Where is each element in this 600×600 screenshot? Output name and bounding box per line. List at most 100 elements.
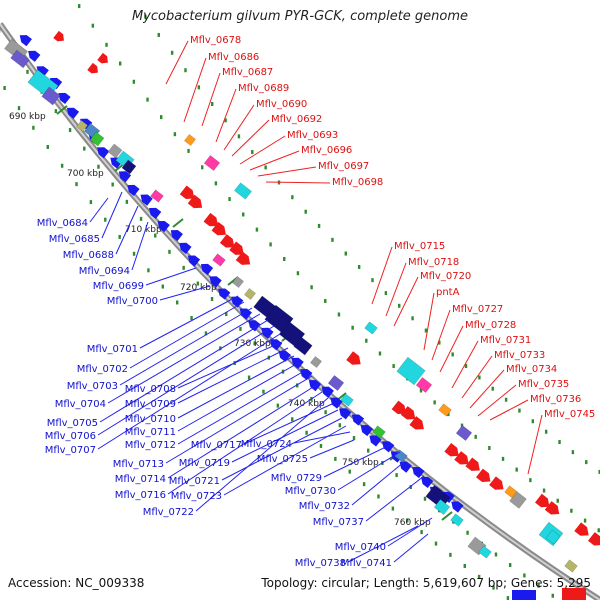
tick-label: 710 kbp: [125, 225, 162, 235]
label-leader-line: [527, 414, 543, 475]
reverse-gene-arrow: [248, 320, 261, 332]
tick-dot: [239, 326, 242, 331]
reverse-gene-arrow: [140, 194, 153, 206]
reverse-gene-arrow: [58, 92, 71, 105]
reverse-label-group: Mflv_0684Mflv_0685Mflv_0688Mflv_0694Mflv…: [37, 191, 433, 569]
tick-dot: [344, 251, 347, 256]
tick-dot: [558, 440, 561, 445]
label-leader-line: [293, 431, 351, 444]
tick-dot: [597, 528, 600, 533]
reverse-gene-label: Mflv_0721: [169, 476, 220, 487]
reverse-gene-label: Mflv_0729: [271, 473, 322, 484]
tick-dot: [447, 412, 450, 417]
forward-gene-arrow: [235, 251, 251, 265]
label-leader-line: [309, 439, 355, 459]
tick-dot: [196, 281, 200, 286]
forward-gene-arrow: [229, 241, 244, 255]
gene-block: [233, 182, 253, 200]
tick-dot: [420, 530, 423, 535]
gene-block: [455, 424, 473, 442]
tick-dot: [310, 285, 313, 290]
reverse-gene-arrow: [149, 207, 162, 219]
tick-dot: [331, 237, 334, 242]
reverse-gene-arrow: [278, 350, 291, 362]
tick-dot: [348, 469, 351, 474]
tick-dot: [144, 14, 147, 19]
tick-dot: [104, 217, 107, 222]
tick-dot: [501, 456, 505, 461]
tick-dot: [201, 165, 204, 170]
tick-dot: [125, 199, 129, 204]
reverse-gene-label: Mflv_0703: [67, 381, 118, 392]
tick-dot: [317, 223, 321, 228]
tick-dot: [204, 331, 208, 336]
tick-dot: [371, 278, 374, 283]
forward-gene-label: Mflv_0693: [287, 130, 338, 141]
tick-mark: [172, 218, 184, 228]
label-leader-line: [89, 197, 109, 223]
label-leader-line: [183, 57, 207, 123]
reverse-gene-label: Mflv_0714: [115, 474, 166, 485]
reverse-gene-label: Mflv_0711: [125, 427, 176, 438]
forward-gene-arrow: [454, 451, 469, 465]
label-leader-line: [393, 533, 429, 563]
gene-block: [75, 119, 89, 133]
forward-gene-arrow: [187, 194, 203, 209]
gene-block: [293, 336, 313, 356]
forward-gene-label: Mflv_0736: [530, 394, 581, 405]
label-leader-line: [97, 325, 275, 436]
forward-gene-label: Mflv_0745: [544, 409, 595, 420]
reverse-gene-label: Mflv_0712: [125, 440, 176, 451]
tick-dot: [523, 573, 526, 578]
tick-dot: [219, 346, 222, 351]
reverse-gene-arrow: [239, 308, 252, 320]
tick-dot: [395, 473, 398, 478]
label-leader-line: [351, 461, 405, 506]
tick-dot: [46, 144, 49, 149]
forward-gene-label: Mflv_0690: [256, 99, 307, 110]
tick-dot: [139, 216, 143, 221]
gene-block: [545, 529, 561, 545]
tick-dot: [296, 383, 299, 388]
reverse-gene-label: Mflv_0699: [93, 281, 144, 292]
reverse-gene-arrow: [66, 107, 80, 119]
reverse-gene-label: Mflv_0706: [45, 431, 96, 442]
tick-dot: [518, 408, 521, 413]
gene-block: [150, 189, 164, 203]
forward-label-group: Mflv_0678Mflv_0686Mflv_0687Mflv_0689Mflv…: [165, 35, 595, 475]
gene-block: [364, 321, 378, 335]
gene-block: [203, 154, 221, 172]
tick-label: 690 kbp: [9, 112, 46, 122]
label-leader-line: [223, 104, 255, 151]
label-leader-line: [231, 409, 339, 463]
tick-dot: [338, 423, 342, 428]
reverse-gene-label: Mflv_0688: [63, 250, 114, 261]
tick-label: 700 kbp: [67, 169, 104, 179]
map-title: Mycobacterium gilvum PYR-GCK, complete g…: [131, 9, 469, 24]
gene-block: [121, 159, 137, 175]
reverse-gene-arrow: [369, 435, 382, 447]
tick-dot: [262, 389, 265, 394]
tick-dot: [585, 460, 588, 465]
tick-dot: [478, 375, 481, 380]
forward-gene-label: Mflv_0731: [480, 335, 531, 346]
forward-gene-label: Mflv_0715: [394, 241, 445, 252]
label-leader-line: [177, 369, 307, 445]
reverse-gene-arrow: [49, 77, 63, 90]
tick-dot: [463, 563, 466, 568]
tick-dot: [132, 79, 136, 84]
tick-dot: [184, 68, 187, 73]
reverse-gene-label: Mflv_0704: [55, 399, 106, 410]
gene-block: [438, 403, 452, 417]
tick-dot: [424, 328, 428, 333]
tick-dot: [276, 403, 280, 408]
tick-dot: [392, 364, 395, 369]
tick-dot: [264, 165, 267, 170]
tick-dot: [210, 296, 214, 301]
forward-gene-label: Mflv_0692: [271, 114, 322, 125]
reverse-gene-arrow: [351, 414, 365, 426]
tick-dot: [466, 530, 469, 535]
label-leader-line: [165, 375, 313, 464]
reverse-gene-label: Mflv_0694: [79, 266, 130, 277]
